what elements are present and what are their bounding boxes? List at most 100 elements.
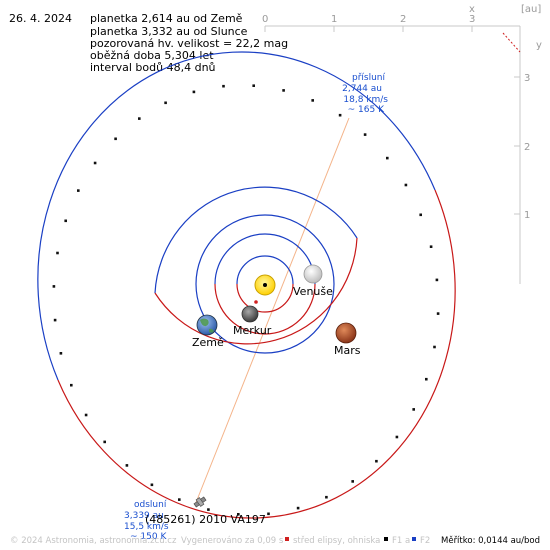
venus-orbit-north [214,233,316,285]
aphelion-temperature: ~ 150 K [130,532,167,542]
mercury-label: Merkur [233,324,272,337]
orbit-point [150,483,154,487]
orbit-point [436,312,440,315]
x-tick-label: 1 [331,14,337,25]
orbit-point [164,101,167,105]
f1-legend-marker [384,537,388,541]
x-axis-name: x [469,4,475,15]
copyright-label: © 2024 Astronomia, astronomia.zcu.cz [10,536,177,546]
mercury-icon [241,305,259,323]
orbit-point [395,435,399,439]
perihelion-temperature: ~ 165 K [348,105,385,115]
aphelion-distance: 3,339 au [124,511,164,521]
orbit-point [114,137,117,141]
orbit-point [222,84,225,88]
y-tick-label: 2 [524,142,530,153]
orbit-point [435,278,439,282]
orbit-point [53,318,57,322]
asteroid-orbit [37,51,456,519]
info-line-period: oběžná doba 5,304 let [90,49,214,62]
mars-icon [335,322,357,344]
f1-legend-label: F1 a [392,536,410,546]
asteroid-label: (485261) 2010 VA197 [145,513,266,526]
orbit-point [311,99,314,102]
orbit-point [351,480,354,483]
mars-orbit-north [154,186,358,294]
orbit-point [56,251,59,255]
orbit-point [178,498,181,501]
orbit-point [338,113,342,117]
aphelion-velocity: 15,5 km/s [124,522,169,532]
mars-label: Mars [334,344,361,357]
orbit-point [425,377,428,381]
x-tick-label: 3 [469,14,475,25]
orbit-point [125,464,129,467]
orbit-point [429,245,433,248]
orbit-point [64,219,67,223]
orbit-point [296,506,300,510]
ellipse-center-marker [254,300,258,304]
scale-label: Měřítko: 0,0144 au/bod [441,536,540,546]
orbit-point [77,189,80,192]
orbit-point [52,285,56,288]
info-line-magnitude: pozorovaná hv. velikost = 22,2 mag [90,37,289,50]
f2-legend-label: F2 [420,536,430,546]
y-tick-label: 1 [524,210,530,221]
unit-label: [au] [521,4,541,15]
x-tick-label: 0 [262,14,268,25]
planet-orbits [154,186,358,354]
perihelion-title: přísluní [352,73,386,83]
venus-icon [303,264,323,284]
date-label: 26. 4. 2024 [9,12,72,25]
orbit-point [252,84,255,87]
orbit-point [103,440,106,444]
orbit-point [363,133,367,136]
earth-continents [200,318,214,333]
venus-label: Venuše [293,285,333,298]
orbit-point [375,459,378,463]
y-tick-label: 3 [524,73,530,84]
orbit-point [412,408,415,411]
y-axis-name: y [536,40,542,51]
aphelion-annotation: odsluní 3,339 au 15,5 km/s ~ 150 K [124,500,169,542]
f2-legend-marker [412,537,416,541]
info-line-interval: interval bodů 48,4 dnů [90,61,216,74]
orbit-point [267,512,270,516]
aphelion-title: odsluní [134,500,167,510]
orbit-point [419,213,422,217]
perihelion-distance: 2,744 au [342,84,382,94]
orbit-point [192,90,196,94]
orbit-point [207,508,210,511]
axes [264,25,521,284]
orbit-point [325,495,328,499]
asteroid-orbit-north [37,51,436,381]
asteroid-orbit-points [52,84,440,516]
x-tick-label: 2 [400,14,406,25]
generated-label: Vygenerováno za 0,09 s [181,536,284,546]
earth-orbit [195,214,335,354]
sun-center-dot [263,283,267,287]
center-legend-label: střed elipsy, ohniska [293,536,380,546]
perihelion-annotation: přísluní 2,744 au 18,8 km/s ~ 165 K [342,73,388,115]
earth-label: Země [192,336,224,349]
asteroid-orbit-south [57,189,456,519]
orbit-point [237,513,240,516]
mercury-orbit-south [236,283,294,313]
center-legend-marker [285,537,289,541]
venus-orbit-south [214,283,316,335]
orbit-point [70,383,73,387]
orbit-point [386,156,389,160]
orbit-point [138,117,141,120]
orbit-point [282,89,285,92]
orbit-point [84,413,88,417]
mars-orbit-south [154,237,358,345]
viewing-direction-marker [502,32,521,53]
asteroid-icon [193,496,207,508]
info-line-distance-earth: planetka 2,614 au od Země [90,12,243,25]
orbit-point [93,161,97,165]
orbit-point [433,345,436,349]
info-line-distance-sun: planetka 3,332 au od Slunce [90,25,248,38]
perihelion-velocity: 18,8 km/s [343,95,388,105]
